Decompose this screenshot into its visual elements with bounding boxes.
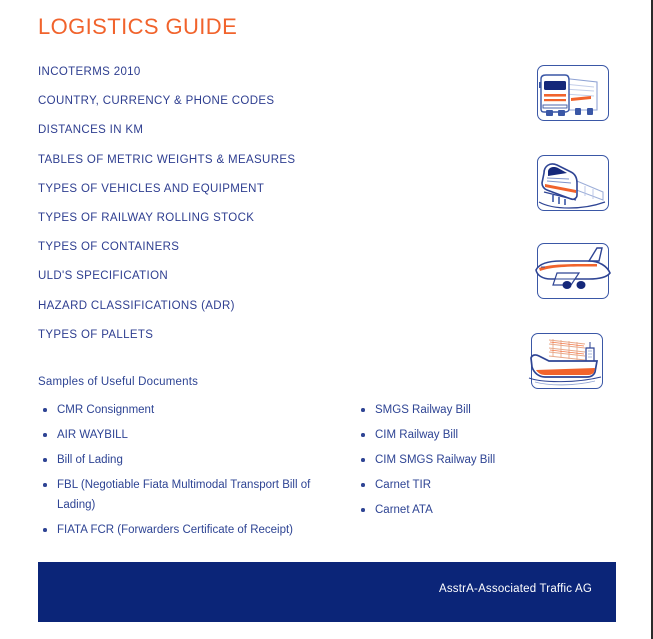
contents-item-incoterms[interactable]: INCOTERMS 2010	[38, 66, 141, 78]
train-icon	[538, 163, 606, 209]
contents-list: INCOTERMS 2010 COUNTRY, CURRENCY & PHONE…	[38, 65, 508, 357]
list-item[interactable]: Carnet ATA	[356, 500, 616, 520]
contents-item-types-of-vehicles[interactable]: TYPES OF VEHICLES AND EQUIPMENT	[38, 182, 265, 195]
train-illustration	[531, 152, 613, 217]
truck-icon	[539, 74, 598, 116]
list-item[interactable]: CIM SMGS Railway Bill	[356, 450, 616, 470]
list-item[interactable]: SMGS Railway Bill	[356, 400, 616, 420]
contents-item-types-of-containers[interactable]: TYPES OF CONTAINERS	[38, 241, 180, 254]
contents-item-distances-in-km[interactable]: DISTANCES IN KM	[38, 124, 144, 137]
contents-item-country-currency-phone-codes[interactable]: COUNTRY, CURRENCY & PHONE CODES	[38, 95, 275, 108]
footer-bar: AsstrA-Associated Traffic AG	[38, 562, 616, 622]
airplane-illustration	[531, 240, 613, 305]
illustration-frame	[537, 155, 609, 211]
contents-item-metric-weights-measures[interactable]: TABLES OF METRIC WEIGHTS & MEASURES	[38, 153, 296, 166]
list-item[interactable]: FBL (Negotiable Fiata Multimodal Transpo…	[38, 475, 338, 515]
samples-left-column: CMR Consignment AIR WAYBILL Bill of Ladi…	[38, 400, 338, 545]
page-title: LOGISTICS GUIDE	[38, 14, 238, 39]
contents-item-railway-rolling-stock[interactable]: TYPES OF RAILWAY ROLLING STOCK	[38, 211, 255, 224]
list-item[interactable]: Bill of Lading	[38, 450, 338, 470]
contents-item-hazard-classifications[interactable]: HAZARD CLASSIFICATIONS (ADR)	[38, 299, 235, 312]
list-item[interactable]: CIM Railway Bill	[356, 425, 616, 445]
list-item[interactable]: CMR Consignment	[38, 400, 338, 420]
list-item[interactable]: AIR WAYBILL	[38, 425, 338, 445]
truck-illustration	[531, 62, 613, 127]
list-item[interactable]: Carnet TIR	[356, 475, 616, 495]
samples-heading: Samples of Useful Documents	[38, 376, 199, 388]
company-name: AsstrA-Associated Traffic AG	[438, 583, 592, 595]
airplane-icon	[535, 247, 611, 289]
contents-item-types-of-pallets[interactable]: TYPES OF PALLETS	[38, 328, 154, 341]
ship-icon	[528, 339, 602, 386]
list-item[interactable]: FIATA FCR (Forwarders Certificate of Rec…	[38, 520, 338, 540]
samples-right-column: SMGS Railway Bill CIM Railway Bill CIM S…	[356, 400, 616, 525]
contents-item-uld-specification[interactable]: ULD'S SPECIFICATION	[38, 270, 169, 283]
ship-illustration	[525, 330, 607, 395]
illustration-frame	[537, 65, 609, 121]
